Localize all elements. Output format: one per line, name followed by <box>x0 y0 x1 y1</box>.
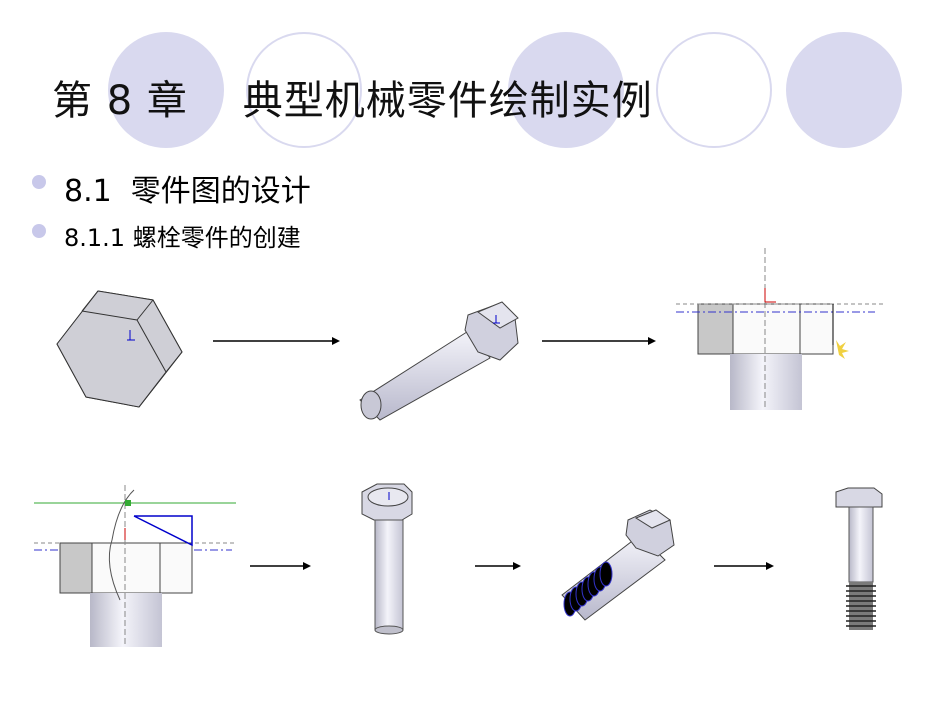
decor-circle-4 <box>656 32 772 148</box>
arrow-head-2 <box>648 337 656 345</box>
chamfer-sketch-view <box>34 485 236 647</box>
bullet-dot-2 <box>32 224 46 238</box>
slide-title: 第 8 章 典型机械零件绘制实例 <box>52 78 653 124</box>
bullet-text-2: 8.1.1 螺栓零件的创建 <box>64 224 301 252</box>
bolt-vertical <box>361 483 413 635</box>
bolt-threaded-final <box>835 487 883 630</box>
bolt-with-thread <box>561 509 675 621</box>
bullet-text-1: 8.1 零件图的设计 <box>64 174 311 209</box>
decor-circle-5 <box>786 32 902 148</box>
sketch-front-view <box>676 248 885 410</box>
decor-circle-2 <box>246 32 362 148</box>
arrow-head-3 <box>303 562 311 570</box>
arrow-head-5 <box>766 562 774 570</box>
bullet-dot-1 <box>32 175 46 189</box>
decor-circle-1 <box>108 32 224 148</box>
hex-bolt-cylinder <box>359 301 519 421</box>
arrow-head-4 <box>513 562 521 570</box>
arrow-head-1 <box>332 337 340 345</box>
decor-circle-3 <box>508 32 624 148</box>
hexagon-prism <box>56 290 183 408</box>
